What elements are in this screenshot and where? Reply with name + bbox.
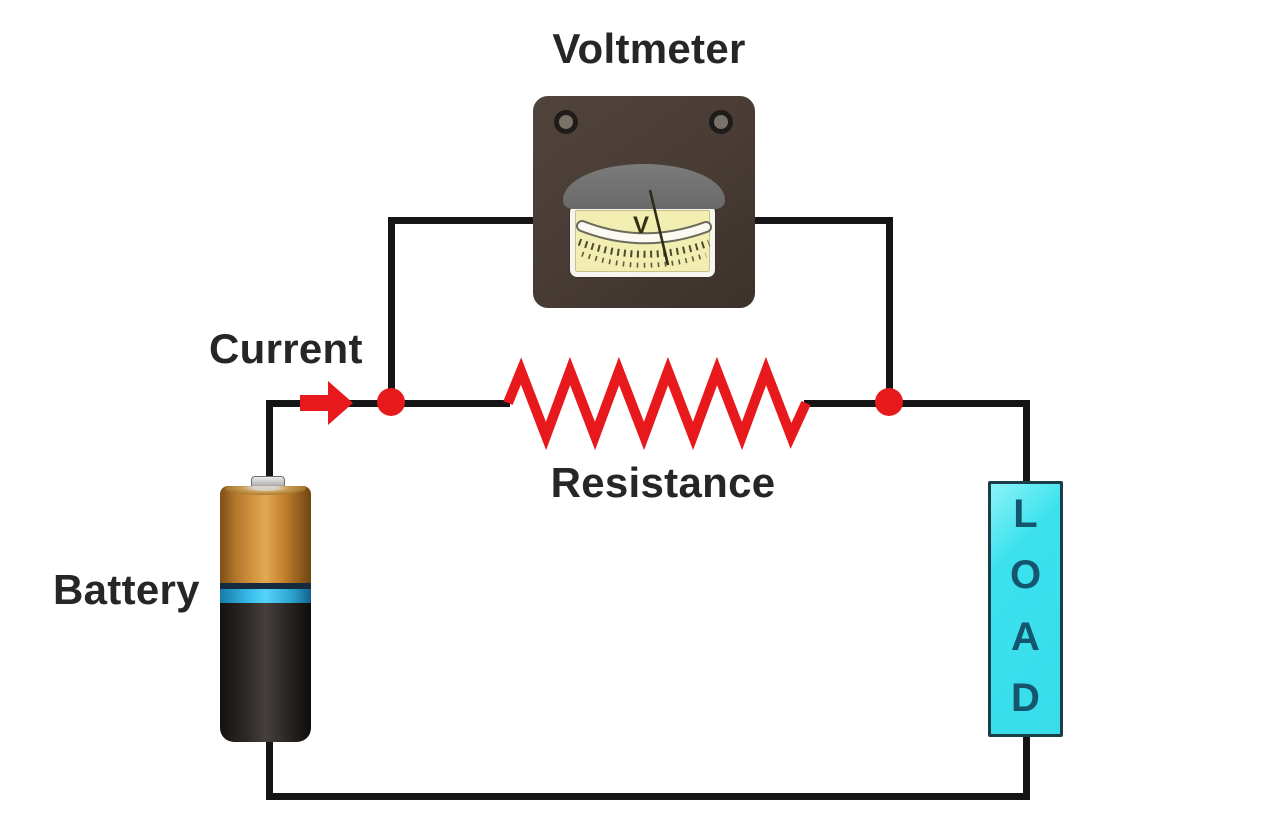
wire-main-right (804, 400, 1030, 407)
resistor-zigzag (503, 356, 811, 451)
voltmeter-screw-left-icon (554, 110, 578, 134)
wire-voltmeter-right-horizontal (753, 217, 893, 224)
voltmeter-screw-right-icon (709, 110, 733, 134)
wire-bottom-return (266, 793, 1030, 800)
load-letter: D (1011, 675, 1040, 720)
battery-copper-section (220, 486, 311, 583)
load-letter: L (1013, 492, 1038, 536)
load-letter: O (1009, 553, 1042, 598)
battery-black-section (220, 603, 311, 742)
wire-voltmeter-right-vertical (886, 217, 893, 407)
battery-blue-stripe (220, 589, 311, 603)
current-label: Current (209, 325, 363, 372)
wire-load-bottom (1023, 735, 1030, 798)
battery-top-cap (225, 486, 306, 495)
load-box: L O A D (988, 481, 1063, 737)
wire-load-top (1023, 400, 1030, 484)
wire-voltmeter-left-horizontal (388, 217, 535, 224)
wire-voltmeter-left-vertical (388, 217, 395, 407)
resistance-label: Resistance (550, 459, 776, 506)
wire-battery-bottom (266, 738, 273, 800)
battery-navy-stripe (220, 583, 311, 589)
battery-body (220, 486, 311, 742)
battery-label: Battery (53, 566, 200, 613)
load-letter: A (1011, 614, 1040, 659)
voltmeter-display (569, 204, 716, 278)
voltmeter-label: Voltmeter (552, 25, 746, 72)
wire-battery-top (266, 400, 273, 486)
wire-main-left (266, 400, 510, 407)
